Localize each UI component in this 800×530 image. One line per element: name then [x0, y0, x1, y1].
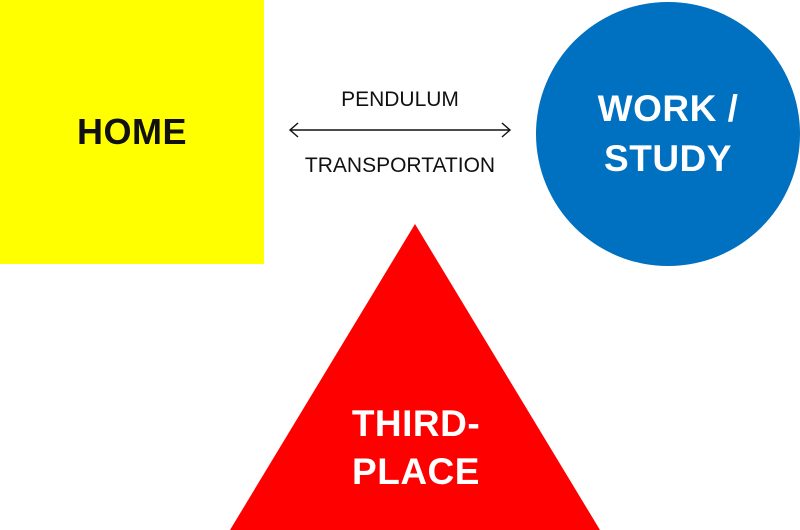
home-label: HOME — [77, 111, 187, 152]
pendulum-label: PENDULUM — [341, 88, 459, 111]
study-label: STUDY — [604, 138, 732, 179]
third-place-triangle — [230, 224, 600, 530]
work-label: WORK / — [597, 88, 739, 129]
place-label: PLACE — [352, 451, 480, 492]
home-square: HOME — [0, 0, 264, 264]
pendulum-transportation-connector: PENDULUM TRANSPORTATION — [280, 86, 520, 186]
third-label: THIRD- — [351, 403, 481, 444]
transportation-label: TRANSPORTATION — [304, 154, 496, 177]
double-headed-arrow-icon — [288, 122, 512, 138]
work-study-circle: WORK / STUDY — [536, 2, 800, 266]
third-place-label: THIRD- PLACE — [300, 400, 532, 496]
